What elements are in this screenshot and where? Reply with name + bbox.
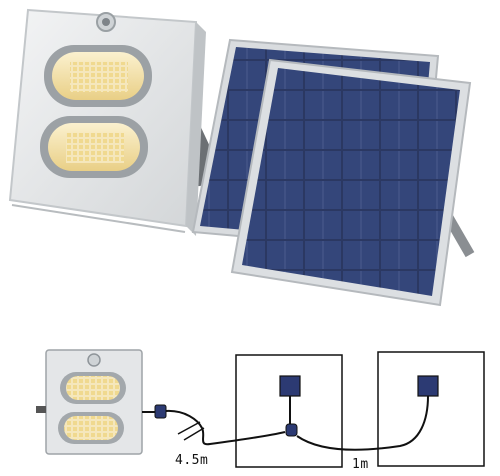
lamp-schematic [36,349,143,455]
splitter-connector [285,423,298,437]
panel-junction-2 [417,375,439,397]
panel-link-cable [296,395,429,451]
panel-box-2 [377,351,485,467]
panel-junction-1 [279,375,301,397]
panel-box-1 [235,354,343,468]
lamp-sensor-icon [87,353,101,367]
wiring-diagram [36,349,485,468]
long-cable [165,409,286,446]
cable-length-label-lamp: 4.5m [175,453,209,468]
solar-panel-front [230,58,475,307]
flood-light [8,8,222,236]
cable-length-label-panels: 1m [352,457,369,472]
lamp-connector [154,404,167,419]
